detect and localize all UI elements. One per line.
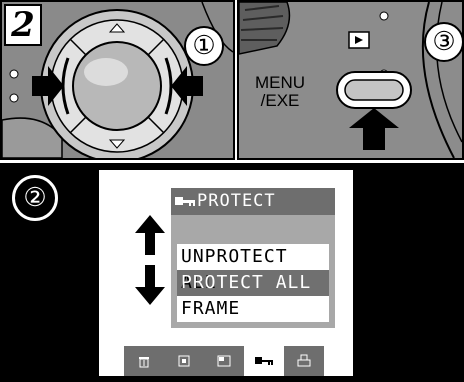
menu-exe-label: MENU /EXE bbox=[255, 74, 305, 110]
print-icon[interactable] bbox=[284, 346, 324, 376]
protect-menu: PROTECT UNPROTECT ALL PROTECT ALL FRAME bbox=[171, 188, 335, 328]
up-arrow-icon bbox=[135, 215, 165, 255]
callout-two: ② bbox=[12, 175, 58, 221]
key-icon[interactable] bbox=[244, 346, 284, 376]
controller-panel: 2 ① bbox=[0, 0, 235, 160]
resize-icon[interactable] bbox=[204, 346, 244, 376]
dpof-icon[interactable] bbox=[164, 346, 204, 376]
menu-list: UNPROTECT ALL PROTECT ALL FRAME bbox=[177, 244, 329, 322]
key-icon bbox=[173, 188, 197, 215]
menu-item-unprotect-all[interactable]: UNPROTECT ALL bbox=[177, 244, 329, 270]
menu-title-bar: PROTECT bbox=[171, 188, 335, 215]
menu-item-protect-all[interactable]: PROTECT ALL bbox=[177, 270, 329, 296]
menu-icon-bar bbox=[124, 346, 324, 376]
callout-one: ① bbox=[184, 26, 224, 66]
menu-label-line1: MENU bbox=[255, 74, 305, 92]
callout-three: ③ bbox=[424, 22, 464, 62]
menu-item-frame[interactable]: FRAME bbox=[177, 296, 329, 322]
lcd-panel: ② PROTECT bbox=[0, 163, 464, 382]
menu-button-panel: MENU /EXE ③ bbox=[237, 0, 464, 160]
menu-label-line2: /EXE bbox=[255, 92, 305, 110]
down-arrow-icon bbox=[135, 265, 165, 305]
menu-title: PROTECT bbox=[197, 191, 276, 211]
step-number: 2 bbox=[4, 4, 42, 46]
trash-icon[interactable] bbox=[124, 346, 164, 376]
lcd-screen: PROTECT UNPROTECT ALL PROTECT ALL FRAME bbox=[99, 170, 353, 376]
